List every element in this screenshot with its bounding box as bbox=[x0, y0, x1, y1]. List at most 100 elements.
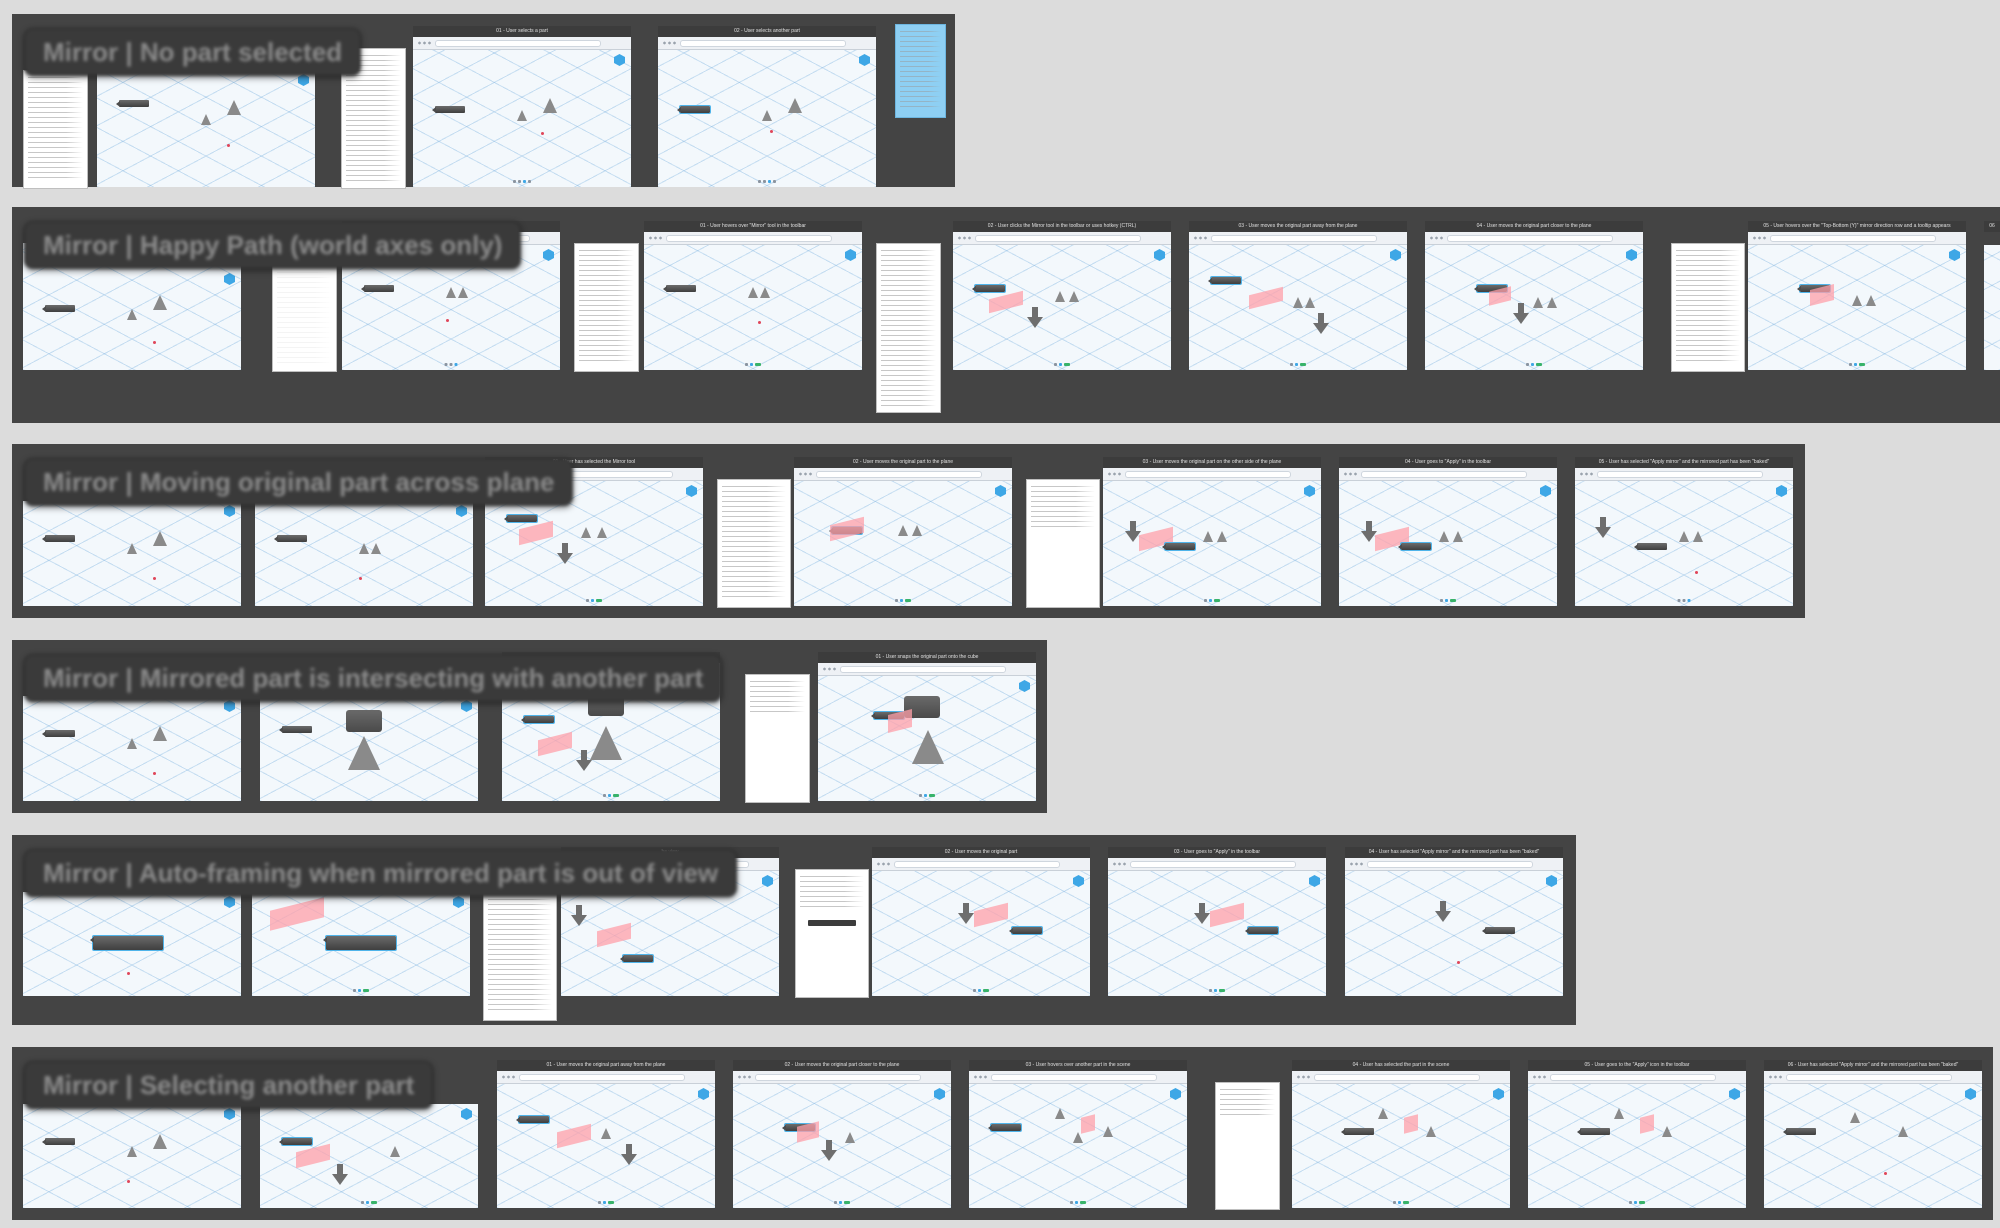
view-cube-icon[interactable] bbox=[1540, 485, 1551, 497]
frame-caption: 03 - User moves the original part away f… bbox=[1189, 221, 1407, 232]
screen-frame[interactable]: 01 - User selects a part bbox=[413, 26, 631, 187]
screen-frame[interactable]: 02 - User selects another part bbox=[658, 26, 876, 187]
view-cube-icon[interactable] bbox=[224, 505, 235, 517]
screen-frame[interactable]: 03 - User moves the original part on the… bbox=[1103, 457, 1321, 606]
screen-frame[interactable]: 02 - User moves the original part closer… bbox=[733, 1060, 951, 1208]
spec-document[interactable] bbox=[1026, 479, 1100, 608]
view-cube-icon[interactable] bbox=[224, 273, 235, 285]
view-cube-icon[interactable] bbox=[934, 1088, 945, 1100]
spec-document[interactable] bbox=[1671, 243, 1745, 372]
screen-frame[interactable]: 04 - User moves the original part closer… bbox=[1425, 221, 1643, 370]
screen-frame[interactable]: 02 - User clicks the Mirror tool in the … bbox=[953, 221, 1171, 370]
view-cube-icon[interactable] bbox=[298, 74, 309, 86]
screen-frame[interactable] bbox=[97, 70, 315, 187]
screen-frame[interactable]: 01 - User moves the original part away f… bbox=[497, 1060, 715, 1208]
view-cube-icon[interactable] bbox=[461, 1108, 472, 1120]
view-cube-icon[interactable] bbox=[543, 249, 554, 261]
view-cube-icon[interactable] bbox=[1390, 249, 1401, 261]
screen-frame[interactable]: 05 - User goes to the "Apply" icon in th… bbox=[1528, 1060, 1746, 1208]
spec-document[interactable] bbox=[717, 479, 791, 608]
view-cube-icon[interactable] bbox=[453, 896, 464, 908]
section-title: Mirror | Happy Path (world axes only) bbox=[24, 221, 522, 269]
frame-caption: 01 - User selects a part bbox=[413, 26, 631, 37]
view-cube-icon[interactable] bbox=[1073, 875, 1084, 887]
view-cube-icon[interactable] bbox=[1626, 249, 1637, 261]
view-cube-icon[interactable] bbox=[859, 54, 870, 66]
flow-section-intersecting: Mirror | Mirrored part is intersecting w… bbox=[12, 640, 1047, 813]
screen-frame[interactable]: 05 - User has selected "Apply mirror" an… bbox=[1575, 457, 1793, 606]
screen-frame[interactable]: 05 - User hovers over the "Top-Bottom (Y… bbox=[1748, 221, 1966, 370]
screen-frame[interactable]: 01 - User has selected the Mirror tool bbox=[485, 457, 703, 606]
screen-frame[interactable]: 02 - User moves the original part to the… bbox=[794, 457, 1012, 606]
view-cube-icon[interactable] bbox=[1493, 1088, 1504, 1100]
screen-frame[interactable]: 02 - User moves the original part bbox=[872, 847, 1090, 996]
spec-document[interactable] bbox=[876, 243, 941, 413]
view-cube-icon[interactable] bbox=[1949, 249, 1960, 261]
frame-caption: 04 - User has selected the part in the s… bbox=[1292, 1060, 1510, 1071]
frame-caption: 06 bbox=[1984, 221, 2000, 232]
spec-document[interactable] bbox=[23, 70, 88, 189]
frame-caption: 03 - User goes to "Apply" in the toolbar bbox=[1108, 847, 1326, 858]
view-cube-icon[interactable] bbox=[1729, 1088, 1740, 1100]
view-cube-icon[interactable] bbox=[1019, 680, 1030, 692]
screen-frame[interactable] bbox=[252, 892, 470, 996]
screen-frame[interactable]: 04 - User has selected "Apply mirror" an… bbox=[1345, 847, 1563, 996]
spec-document[interactable] bbox=[483, 892, 557, 1021]
spec-document[interactable] bbox=[795, 869, 869, 998]
frame-caption: 03 - User hovers over another part in th… bbox=[969, 1060, 1187, 1071]
screen-frame[interactable] bbox=[23, 892, 241, 996]
screen-frame[interactable]: 03 - User goes to "Apply" in the toolbar bbox=[1108, 847, 1326, 996]
frame-caption: 04 - User has selected "Apply mirror" an… bbox=[1345, 847, 1563, 858]
screen-frame[interactable] bbox=[260, 696, 478, 801]
view-cube-icon[interactable] bbox=[224, 700, 235, 712]
spec-document[interactable] bbox=[272, 265, 337, 372]
screen-frame[interactable] bbox=[23, 501, 241, 606]
sticky-note[interactable] bbox=[895, 24, 946, 118]
view-cube-icon[interactable] bbox=[224, 896, 235, 908]
frame-caption: 02 - User moves the original part closer… bbox=[733, 1060, 951, 1071]
flow-section-happy-path: Mirror | Happy Path (world axes only) 01… bbox=[12, 207, 2000, 423]
view-cube-icon[interactable] bbox=[224, 1108, 235, 1120]
section-title: Mirror | Selecting another part bbox=[24, 1061, 434, 1109]
screen-frame[interactable] bbox=[255, 501, 473, 606]
view-cube-icon[interactable] bbox=[1776, 485, 1787, 497]
view-cube-icon[interactable] bbox=[1170, 1088, 1181, 1100]
section-title: Mirror | Auto-framing when mirrored part… bbox=[24, 849, 738, 897]
screen-frame[interactable]: 03 - User hovers over another part in th… bbox=[969, 1060, 1187, 1208]
view-cube-icon[interactable] bbox=[995, 485, 1006, 497]
spec-document[interactable] bbox=[341, 48, 406, 189]
section-title: Mirror | Mirrored part is intersecting w… bbox=[24, 654, 723, 702]
view-cube-icon[interactable] bbox=[456, 505, 467, 517]
spec-document[interactable] bbox=[1215, 1082, 1280, 1210]
frame-caption: 02 - User selects another part bbox=[658, 26, 876, 37]
frame-caption: 05 - User has selected "Apply mirror" an… bbox=[1575, 457, 1793, 468]
screen-frame[interactable]: 04 - User has selected the part in the s… bbox=[1292, 1060, 1510, 1208]
spec-document[interactable] bbox=[745, 674, 810, 803]
flow-section-moving-across-plane: Mirror | Moving original part across pla… bbox=[12, 444, 1805, 618]
screen-frame[interactable]: 06 - User has selected "Apply mirror" an… bbox=[1764, 1060, 1982, 1208]
frame-caption: 04 - User moves the original part closer… bbox=[1425, 221, 1643, 232]
spec-document[interactable] bbox=[574, 243, 639, 372]
view-cube-icon[interactable] bbox=[686, 485, 697, 497]
screen-frame[interactable]: 04 - User goes to "Apply" in the toolbar bbox=[1339, 457, 1557, 606]
screen-frame[interactable] bbox=[260, 1104, 478, 1208]
screen-frame[interactable] bbox=[23, 696, 241, 801]
view-cube-icon[interactable] bbox=[1546, 875, 1557, 887]
view-cube-icon[interactable] bbox=[461, 700, 472, 712]
view-cube-icon[interactable] bbox=[762, 875, 773, 887]
view-cube-icon[interactable] bbox=[698, 1088, 709, 1100]
screen-frame[interactable] bbox=[23, 1104, 241, 1208]
view-cube-icon[interactable] bbox=[1154, 249, 1165, 261]
screen-frame[interactable]: 01 - User hovers over "Mirror" tool in t… bbox=[644, 221, 862, 370]
frame-caption: 05 - User goes to the "Apply" icon in th… bbox=[1528, 1060, 1746, 1071]
view-cube-icon[interactable] bbox=[614, 54, 625, 66]
screen-frame[interactable]: he view bbox=[561, 847, 779, 996]
screen-frame[interactable]: 01 - User snaps the original part onto t… bbox=[818, 652, 1036, 801]
view-cube-icon[interactable] bbox=[1965, 1088, 1976, 1100]
view-cube-icon[interactable] bbox=[845, 249, 856, 261]
frame-caption: 04 - User goes to "Apply" in the toolbar bbox=[1339, 457, 1557, 468]
screen-frame[interactable]: 06 bbox=[1984, 221, 2000, 370]
view-cube-icon[interactable] bbox=[1304, 485, 1315, 497]
screen-frame[interactable]: 03 - User moves the original part away f… bbox=[1189, 221, 1407, 370]
view-cube-icon[interactable] bbox=[1309, 875, 1320, 887]
